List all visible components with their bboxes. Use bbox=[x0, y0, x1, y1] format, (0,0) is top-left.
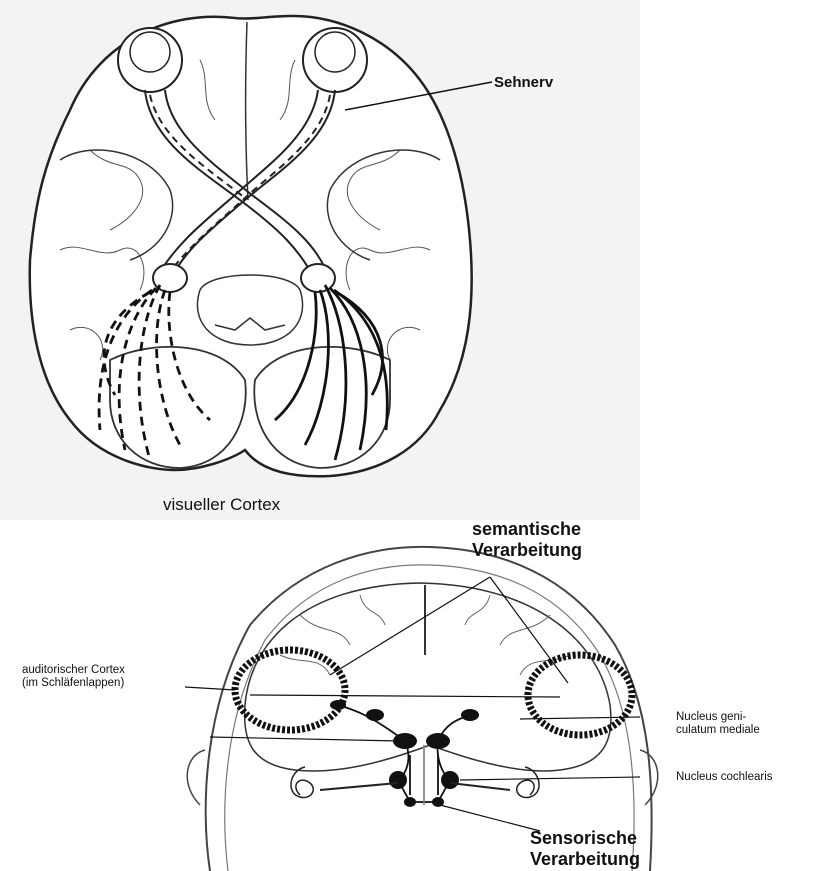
sensory-label-line2: Verarbeitung bbox=[530, 849, 640, 870]
auditory-cortex-label: auditorischer Cortex (im Schläfenlappen) bbox=[22, 664, 125, 690]
ngm-line1: Nucleus geni- bbox=[676, 711, 760, 724]
cochlea-right bbox=[450, 767, 539, 798]
optic-nerve-label: Sehnerv bbox=[494, 74, 553, 91]
nucleus-geniculatum-label: Nucleus geni- culatum mediale bbox=[676, 711, 760, 737]
auditory-cortex-line1: auditorischer Cortex bbox=[22, 664, 125, 677]
left-eye bbox=[118, 28, 182, 92]
brain-outline bbox=[30, 16, 472, 476]
semantic-label-line1: semantische bbox=[472, 519, 582, 540]
sensory-processing-label: Sensorische Verarbeitung bbox=[530, 828, 640, 869]
nucleus-cochlearis-label: Nucleus cochlearis bbox=[676, 771, 773, 784]
brainstem bbox=[197, 275, 302, 345]
semantic-label-line2: Verarbeitung bbox=[472, 540, 582, 561]
auditory-cortex-line2: (im Schläfenlappen) bbox=[22, 677, 125, 690]
semantic-processing-label: semantische Verarbeitung bbox=[472, 519, 582, 560]
sensory-label-line1: Sensorische bbox=[530, 828, 640, 849]
ngm-line2: culatum mediale bbox=[676, 724, 760, 737]
right-eye bbox=[303, 28, 367, 92]
